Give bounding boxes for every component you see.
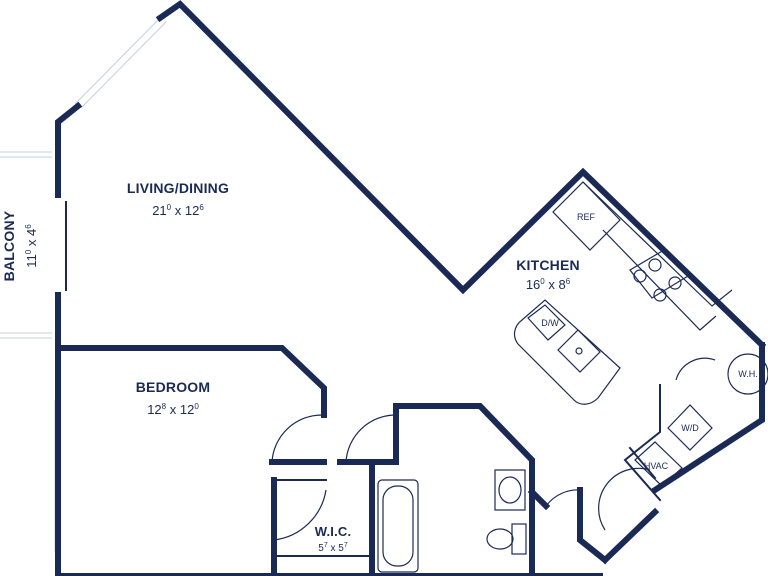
toilet-tank (511, 523, 527, 555)
fixture-labels: REF D/W W.H. W/D HVAC (541, 212, 758, 471)
counter-front (602, 229, 717, 331)
bedroom-dims: 128 x 120 (147, 402, 199, 417)
island-sink (557, 329, 601, 373)
hvac-unit (634, 441, 683, 487)
living-dining-label: LIVING/DINING (127, 180, 229, 196)
door-bath2-swing (545, 489, 583, 507)
window-living-angled-inner (80, 21, 167, 109)
kitchen-label: KITCHEN (516, 257, 580, 273)
bathtub (377, 479, 419, 573)
room-labels: LIVING/DINING 210 x 126 KITCHEN 160 x 86… (1, 180, 580, 554)
inner-walls (65, 201, 662, 557)
doors (271, 357, 716, 541)
wall-bedroom-north (55, 345, 327, 418)
balcony-railing (0, 151, 52, 339)
bathtub-basin (382, 485, 414, 567)
hvac-wall (628, 446, 657, 480)
wall-east-diagonal (650, 342, 765, 495)
balcony-label-group: BALCONY 110 x 46 (1, 210, 39, 281)
wall-entry (577, 487, 610, 565)
wh-label: W.H. (738, 369, 758, 379)
door-bedroom-swing (271, 414, 323, 463)
wall-living-north-kitchen (155, 0, 767, 350)
sink-drain (575, 347, 583, 355)
burner (653, 288, 667, 302)
wall-entry-diag (600, 507, 660, 565)
wall-bath-corner (527, 487, 551, 511)
bath-fixtures (377, 469, 527, 573)
kitchen-fixtures (513, 181, 768, 487)
washer-dryer (667, 404, 713, 451)
dw-label: D/W (541, 318, 559, 328)
kitchen-dims: 160 x 86 (526, 277, 571, 292)
door-laundry-swing (675, 357, 716, 381)
door-bath-swing (345, 414, 397, 463)
burner (648, 258, 662, 272)
hvac-label: HVAC (644, 461, 669, 471)
wic-label: W.I.C. (315, 524, 352, 539)
wd-label: W/D (681, 423, 699, 433)
living-dining-dims: 210 x 126 (152, 203, 204, 218)
bath-sink (498, 476, 522, 504)
walls (55, 0, 767, 576)
water-heater (727, 353, 768, 395)
cooktop (629, 249, 689, 299)
burner (668, 276, 682, 290)
door-entry-swing (598, 467, 651, 531)
balcony-label: BALCONY (1, 210, 17, 281)
wic-dims: 57 x 57 (318, 542, 348, 554)
wall-bath (343, 403, 535, 576)
vanity (494, 469, 526, 511)
burner (633, 269, 647, 283)
bedroom-label: BEDROOM (136, 379, 211, 395)
door-wic-swing (273, 489, 327, 541)
refrigerator (552, 181, 621, 251)
wall-wic-east (337, 459, 375, 576)
windows (54, 17, 167, 552)
laundry-closet (623, 384, 662, 502)
ref-label: REF (577, 212, 596, 222)
window-living-angled (74, 17, 161, 105)
toilet-bowl (486, 528, 514, 550)
balcony-dims: 110 x 46 (24, 224, 39, 268)
wall-living-west-upper (55, 101, 83, 198)
dishwasher (527, 304, 566, 341)
kitchen-island (513, 299, 621, 405)
counter-back (582, 181, 733, 307)
